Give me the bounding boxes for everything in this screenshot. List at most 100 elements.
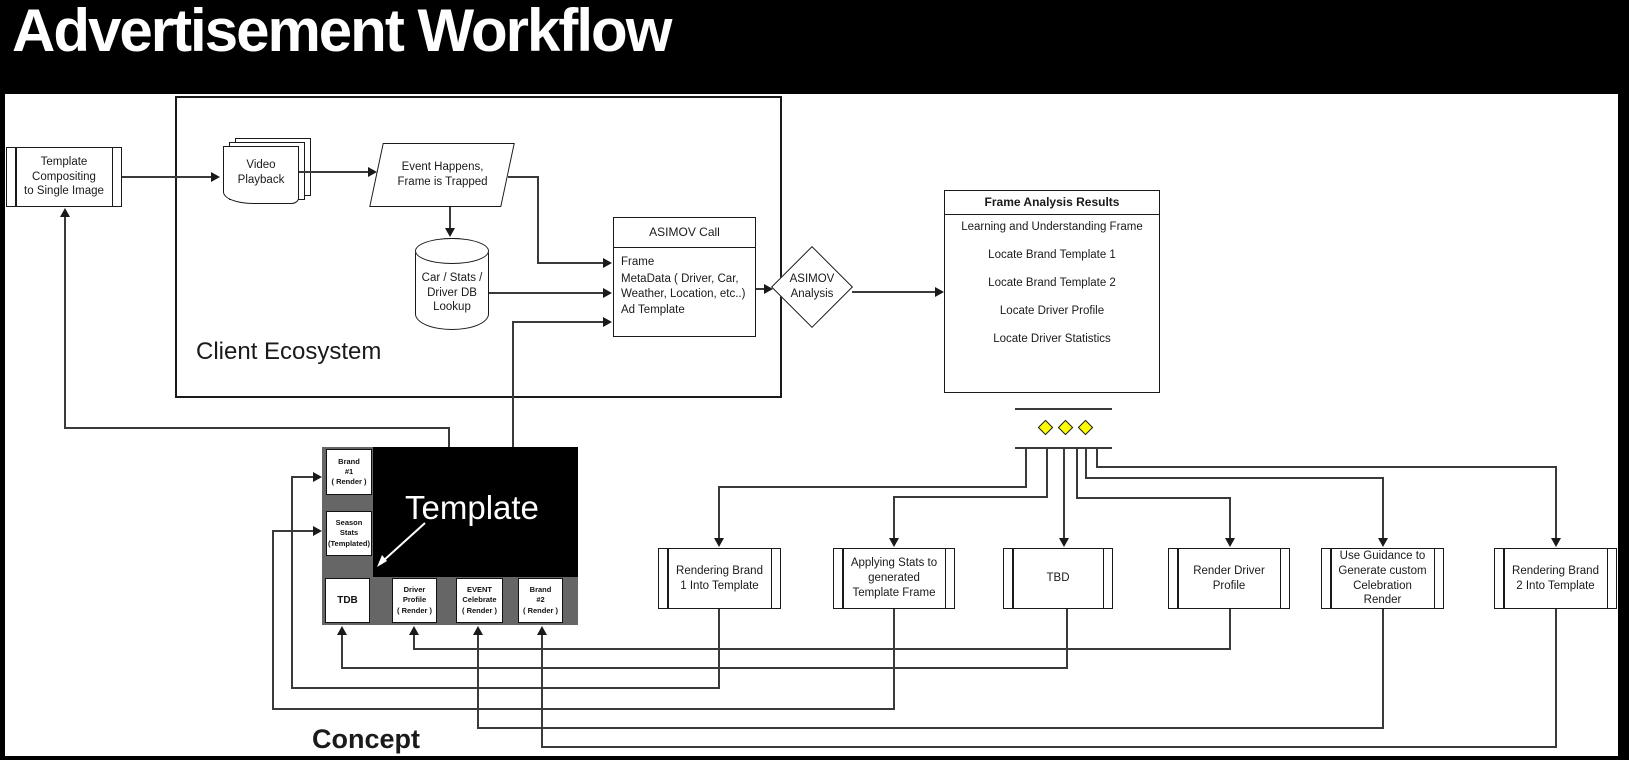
connector	[413, 634, 415, 649]
connector	[1063, 448, 1065, 539]
node-rendering-brand-2	[1494, 548, 1617, 609]
node-use-guidance	[1321, 548, 1444, 609]
connector	[718, 486, 1027, 488]
template-canvas: Template	[373, 447, 578, 577]
connector	[413, 648, 1231, 650]
frame-analysis-item: Locate Brand Template 2	[988, 276, 1116, 289]
connector	[291, 687, 720, 689]
page-title: Advertisement Workflow	[12, 0, 672, 64]
connector	[341, 634, 343, 668]
node-asimov-analysis-label: ASIMOV Analysis	[789, 273, 835, 300]
connector	[1046, 448, 1048, 497]
connector	[272, 531, 274, 710]
template-part-brand1: Brand #1 ( Render )	[326, 449, 372, 495]
connector	[341, 667, 1068, 669]
connector	[541, 746, 1557, 748]
arrowhead	[537, 626, 547, 635]
node-tbd	[1003, 548, 1113, 609]
connector	[449, 207, 451, 229]
template-big-label: Template	[405, 489, 539, 526]
arrowhead	[1551, 538, 1561, 547]
arrowhead	[445, 228, 455, 237]
template-part-season-stats: Season Stats (Templated)	[326, 511, 372, 556]
node-rendering-brand-1-label: Rendering Brand 1 Into Template	[676, 564, 763, 592]
arrowhead	[409, 626, 419, 635]
node-event-happens-label: Event Happens, Frame is Trapped	[397, 161, 488, 188]
connector	[512, 321, 604, 323]
template-part-event-celebrate: EVENT Celebrate ( Render )	[456, 578, 503, 623]
connector	[272, 530, 314, 532]
node-rendering-brand-2-label: Rendering Brand 2 Into Template	[1512, 564, 1599, 592]
connector	[1096, 466, 1557, 468]
connector	[1382, 609, 1384, 729]
connector	[1096, 448, 1098, 467]
arrowhead	[603, 288, 612, 298]
asimov-call-row-frame: Frame	[621, 255, 655, 268]
asimov-call-row-metadata: MetaData ( Driver, Car, Weather, Locatio…	[621, 273, 746, 300]
asimov-call-title: ASIMOV Call	[613, 217, 756, 248]
connector	[718, 486, 720, 539]
template-media-block: Template Brand #1 ( Render ) Season Stat…	[322, 447, 578, 625]
connector	[1229, 609, 1231, 650]
connector	[1076, 497, 1231, 499]
connector	[489, 292, 604, 294]
connector	[537, 262, 604, 264]
arrowhead	[368, 167, 377, 177]
arrowhead	[714, 538, 724, 547]
connector	[1025, 448, 1027, 487]
connector	[1085, 448, 1087, 478]
client-ecosystem-container	[175, 96, 782, 398]
connector	[448, 428, 450, 447]
connector	[1229, 497, 1231, 539]
arrowhead	[1378, 538, 1388, 547]
connector	[893, 496, 895, 539]
asimov-call-row-adtemplate: Ad Template	[621, 303, 685, 316]
connector	[1066, 609, 1068, 669]
template-part-tdb: TDB	[325, 578, 370, 623]
node-tbd-label: TBD	[1046, 572, 1070, 585]
connector	[1085, 477, 1384, 479]
node-video-playback-label: Video Playback	[237, 159, 285, 186]
arrowhead	[764, 284, 773, 294]
connector	[852, 291, 936, 293]
node-frame-analysis	[944, 190, 1160, 393]
arrowhead	[603, 258, 612, 268]
node-applying-stats	[833, 548, 955, 609]
connector	[299, 171, 369, 173]
arrowhead	[889, 538, 899, 547]
node-db-lookup-label: Car / Stats / Driver DB Lookup	[421, 271, 483, 314]
arrowhead	[1225, 538, 1235, 547]
arrowhead	[337, 626, 347, 635]
frame-analysis-item: Locate Brand Template 1	[988, 248, 1116, 261]
connector	[64, 216, 66, 428]
node-template-compositing-label: Template Compositing to Single Image	[24, 155, 104, 198]
connector	[1555, 466, 1557, 539]
connector	[508, 176, 538, 178]
arrowhead	[60, 208, 70, 217]
frame-analysis-item: Learning and Understanding Frame	[961, 220, 1143, 233]
decision-trio-top-rule	[1015, 408, 1112, 410]
node-use-guidance-label: Use Guidance to Generate custom Celebrat…	[1338, 550, 1427, 607]
frame-analysis-item: Locate Driver Profile	[999, 304, 1105, 317]
template-part-driver-profile: Driver Profile ( Render )	[392, 578, 437, 623]
frame-analysis-item: Locate Driver Statistics	[993, 332, 1111, 345]
node-rendering-brand-1	[658, 548, 781, 609]
node-applying-stats-label: Applying Stats to generated Template Fra…	[850, 557, 938, 599]
connector	[64, 427, 450, 429]
arrowhead	[1059, 538, 1069, 547]
connector	[122, 176, 212, 178]
arrowhead	[313, 526, 322, 536]
arrowhead	[935, 287, 944, 297]
connector	[541, 634, 543, 748]
db-cylinder-top	[415, 238, 489, 264]
arrowhead	[603, 317, 612, 327]
node-render-driver-profile-label: Render Driver Profile	[1193, 564, 1265, 592]
connector	[272, 708, 895, 710]
connector	[756, 288, 766, 290]
node-asimov-call	[613, 217, 756, 337]
node-render-driver-profile	[1168, 548, 1290, 609]
node-video-playback	[223, 146, 299, 204]
connector	[512, 322, 514, 447]
connector	[537, 176, 539, 263]
